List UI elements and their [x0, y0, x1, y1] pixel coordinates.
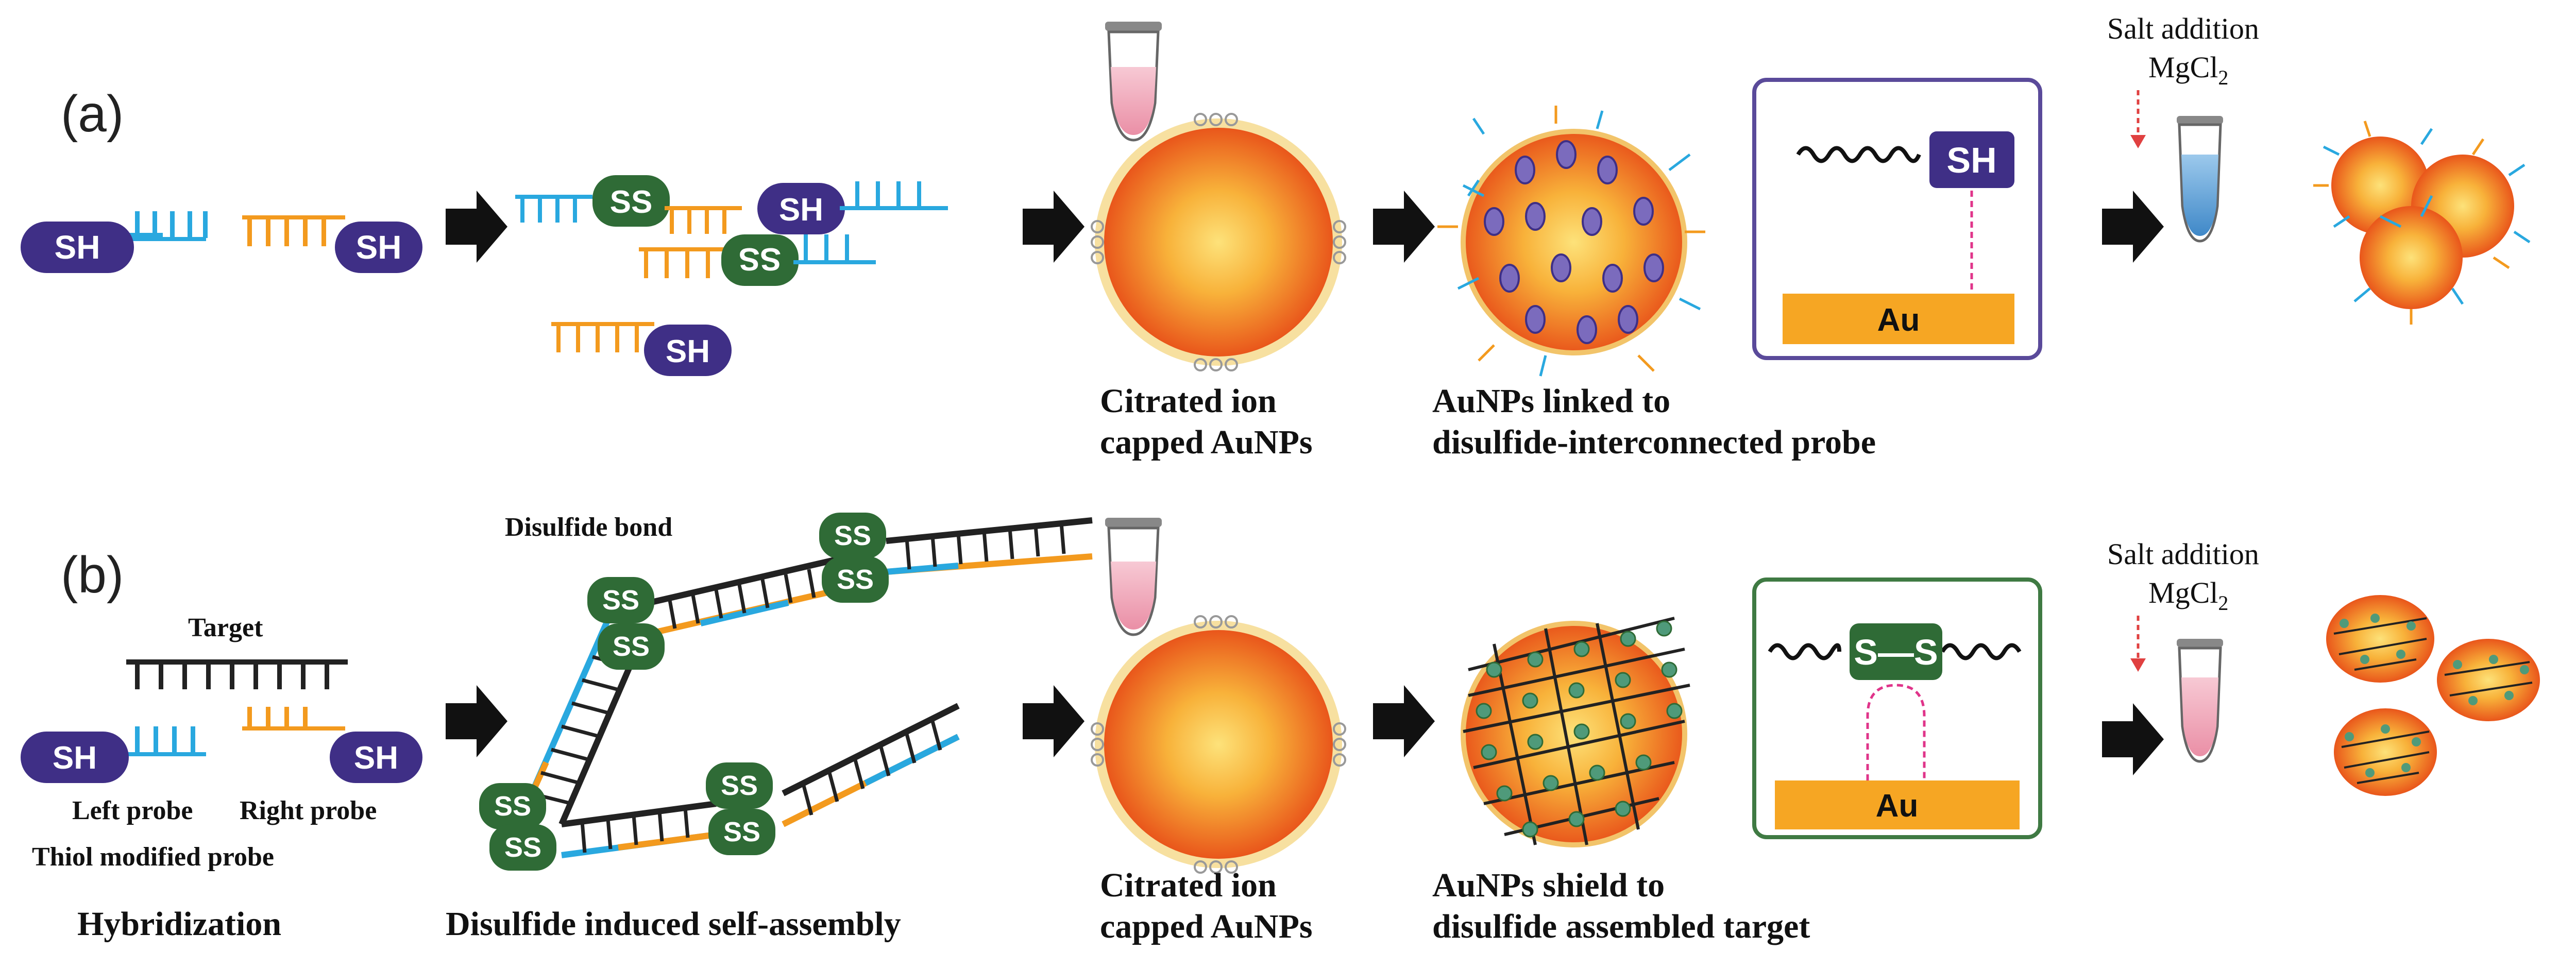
microtube-icon: [2177, 639, 2223, 763]
microtube-icon: [1105, 518, 1162, 636]
salt-reagent-b: MgCl2: [2148, 576, 2228, 615]
svg-text:SS: SS: [837, 564, 874, 595]
inset-ss-label: S—S: [1854, 632, 1938, 672]
microtube-icon: [2177, 116, 2223, 243]
dispersed-particles-icon: [2326, 595, 2540, 796]
process-arrow-icon: [446, 685, 507, 757]
citrated-caption-b-line2: capped AuNPs: [1100, 908, 1313, 945]
svg-text:SS: SS: [721, 770, 758, 801]
gold-nanoparticle-icon: [1091, 615, 1346, 874]
svg-text:SH: SH: [666, 334, 710, 369]
svg-text:SS: SS: [494, 791, 531, 822]
right-probe-b: SH: [242, 707, 422, 783]
disulfide-gold-inset: S—S Au: [1752, 578, 2042, 839]
svg-text:SH: SH: [356, 229, 402, 266]
process-arrow-icon: [1373, 191, 1435, 263]
svg-text:SH: SH: [53, 740, 97, 776]
panel-a-label: (a): [61, 85, 124, 143]
salt-arrow-icon: [2130, 90, 2146, 148]
disulfide-assembly: SS SS SS SS SS SS SS SS: [479, 513, 1093, 871]
svg-text:SS: SS: [602, 585, 639, 616]
svg-text:SH: SH: [354, 740, 398, 776]
salt-reagent-a: MgCl2: [2148, 50, 2228, 89]
svg-text:SS: SS: [739, 241, 782, 277]
process-arrow-icon: [1373, 685, 1435, 757]
process-arrow-icon: [1023, 685, 1084, 757]
target-label: Target: [188, 613, 263, 642]
inset-sh-label: SH: [1946, 140, 1996, 180]
probe-linked-nanoparticle: [1437, 106, 1705, 377]
sh-tag: [21, 222, 134, 273]
process-arrow-icon: [2102, 703, 2164, 775]
target-strand: [126, 659, 348, 689]
svg-text:SH: SH: [55, 229, 100, 266]
shield-caption-line2: disulfide assembled target: [1432, 908, 1810, 945]
linked-caption-line2: disulfide-interconnected probe: [1432, 423, 1876, 461]
panel-b-label: (b): [61, 546, 124, 604]
salt-arrow-icon: [2130, 616, 2146, 672]
svg-text:SS: SS: [723, 817, 760, 847]
inset-au-label-b: Au: [1876, 788, 1919, 824]
citrated-caption-a-line2: capped AuNPs: [1100, 423, 1313, 461]
microtube-icon: [1105, 22, 1162, 142]
thiol-right-probe: SH: [242, 215, 422, 273]
right-probe-label: Right probe: [240, 796, 377, 825]
process-arrow-icon: [446, 191, 507, 263]
aggregate-icon: [2313, 121, 2531, 325]
shielded-nanoparticle: [1461, 617, 1690, 847]
process-arrow-icon: [1023, 191, 1084, 263]
citrated-caption-b-line1: Citrated ion: [1100, 867, 1277, 904]
gold-nanoparticle-icon: [1091, 113, 1346, 371]
disulfide-bond-label: Disulfide bond: [505, 513, 672, 542]
linked-caption-line1: AuNPs linked to: [1432, 382, 1670, 420]
disulfide-probe-cluster: SS SH SS SH: [515, 175, 948, 376]
svg-text:SS: SS: [610, 184, 653, 220]
left-probe-b: SH: [21, 726, 206, 783]
inset-au-label-a: Au: [1877, 302, 1920, 338]
step-self-assembly: Disulfide induced self-assembly: [446, 905, 901, 943]
process-arrow-icon: [2102, 191, 2164, 263]
citrated-caption-a-line1: Citrated ion: [1100, 382, 1277, 420]
svg-text:SH: SH: [779, 192, 823, 228]
shield-caption-line1: AuNPs shield to: [1432, 867, 1665, 904]
salt-title-a: Salt addition: [2107, 12, 2259, 45]
salt-title-b: Salt addition: [2107, 537, 2259, 571]
thiol-probe-label: Thiol modified probe: [32, 842, 274, 872]
thiol-gold-inset: SH Au: [1752, 78, 2042, 360]
svg-text:SS: SS: [834, 520, 871, 551]
thiol-left-probe: SH: [21, 211, 208, 273]
svg-text:SS: SS: [613, 631, 650, 662]
step-hybridization: Hybridization: [77, 905, 281, 943]
svg-text:SS: SS: [504, 832, 541, 863]
left-probe-label: Left probe: [72, 796, 193, 825]
